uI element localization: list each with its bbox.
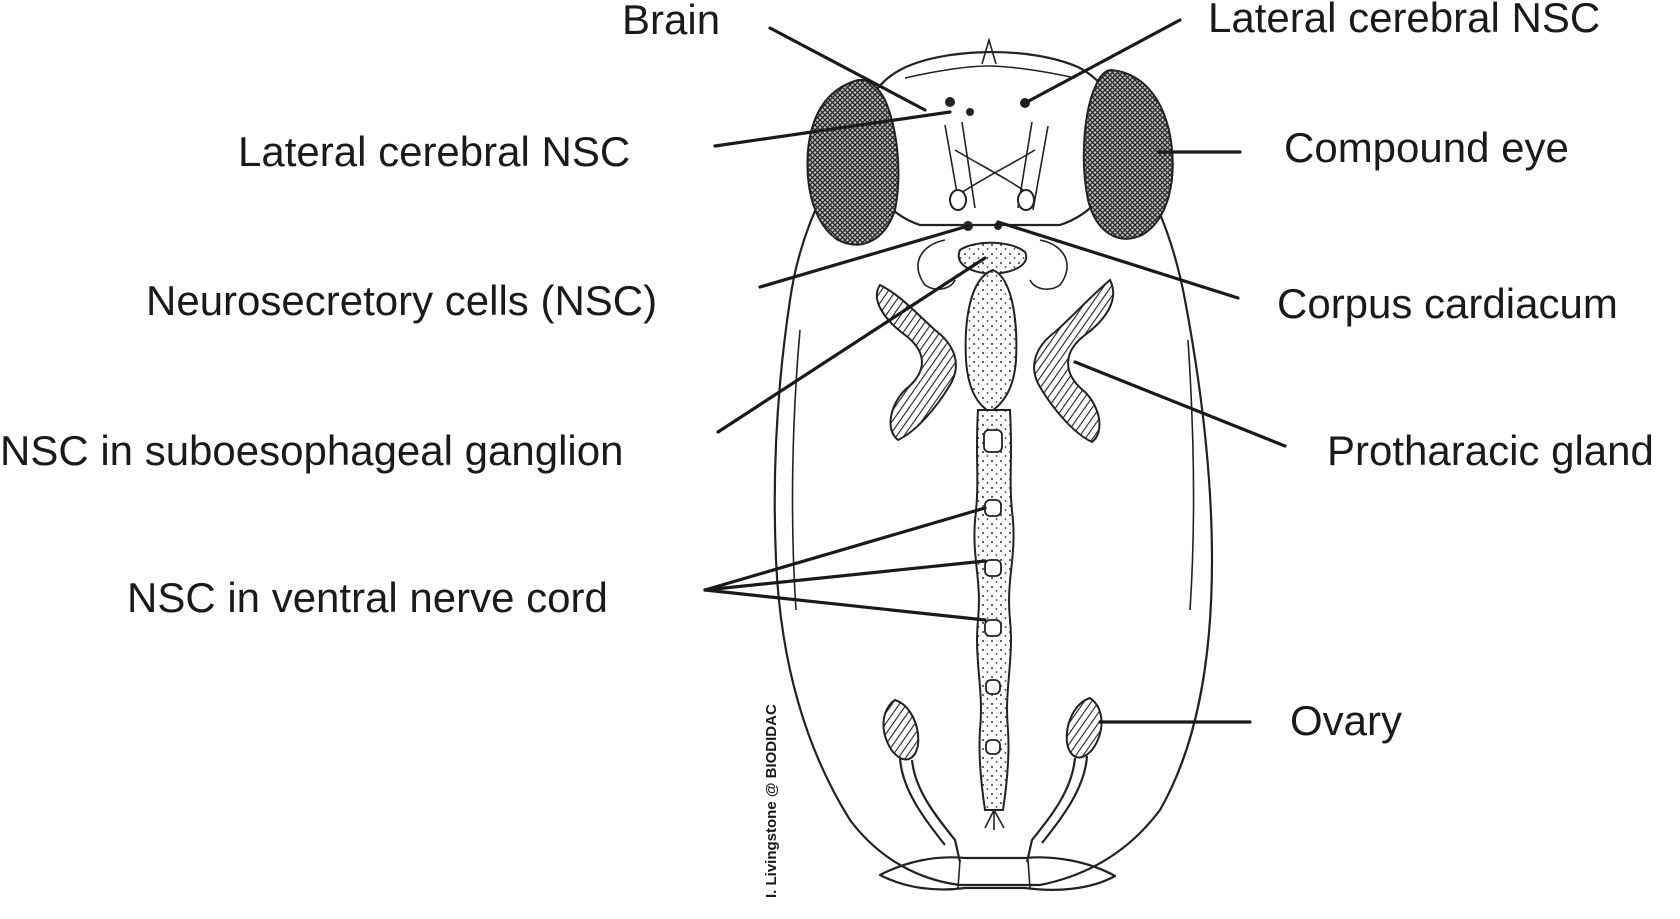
leader-nsc-ventral-2 [703, 559, 987, 592]
corpus-cardiacum-right [1017, 189, 1035, 211]
compound-eye-left [806, 78, 900, 246]
oviduct-left [898, 757, 962, 863]
label-lateral-nsc-left: Lateral cerebral NSC [238, 128, 630, 175]
label-protharacic: Protharacic gland [1327, 427, 1654, 474]
label-lateral-nsc-top: Lateral cerebral NSC [1208, 0, 1600, 41]
lateral-nsc-left-dot [945, 97, 955, 107]
corpus-cardiacum-left [949, 189, 967, 211]
leader-lateral-nsc-left [713, 110, 952, 148]
body-contour-inner [791, 329, 1195, 611]
leader-protharacic [1073, 360, 1287, 448]
ovary-left [882, 698, 920, 761]
label-nsc-ventral: NSC in ventral nerve cord [127, 574, 608, 621]
subesophageal-ganglion [957, 241, 1028, 276]
leader-nsc-ventral-1 [703, 506, 987, 592]
label-compound-eye: Compound eye [1284, 124, 1569, 171]
leader-nsc-ventral-3 [703, 588, 987, 622]
leader-corpus-cardiacum [996, 220, 1240, 300]
label-corpus-cardiacum: Corpus cardiacum [1277, 280, 1618, 327]
leader-brain [768, 26, 927, 112]
protharacic-gland-left [875, 283, 957, 442]
label-ovary: Ovary [1290, 697, 1402, 744]
leader-nsc-subo [716, 256, 987, 434]
head-tip [981, 37, 997, 65]
label-brain: Brain [622, 0, 720, 43]
image-credit: I. Livingstone @ BIODIDAC [763, 704, 780, 898]
leader-lines [703, 18, 1287, 724]
subesophageal-lateral-left [917, 239, 956, 290]
compound-eye-right [1082, 68, 1174, 240]
leader-lateral-nsc-top [1023, 18, 1182, 105]
cord-segments [983, 429, 1003, 755]
label-nsc: Neurosecretory cells (NSC) [146, 277, 657, 324]
genital-plate-divider [957, 859, 1031, 889]
cord-terminal-fibers [984, 809, 1005, 830]
genital-plate [878, 856, 1117, 891]
ovary-right [1065, 696, 1103, 759]
thoracic-ganglion [964, 268, 1018, 414]
lateral-nsc-left-dot2 [966, 108, 974, 116]
head-suture [904, 65, 1076, 79]
label-nsc-subo: NSC in suboesophageal ganglion [0, 427, 623, 474]
leader-nsc [758, 224, 970, 289]
protharacic-gland-right [1033, 278, 1115, 444]
subesophageal-lateral-right [1029, 239, 1068, 290]
body-outline [773, 119, 1214, 887]
head-capsule [860, 51, 1122, 227]
oviduct-right [1025, 755, 1089, 863]
